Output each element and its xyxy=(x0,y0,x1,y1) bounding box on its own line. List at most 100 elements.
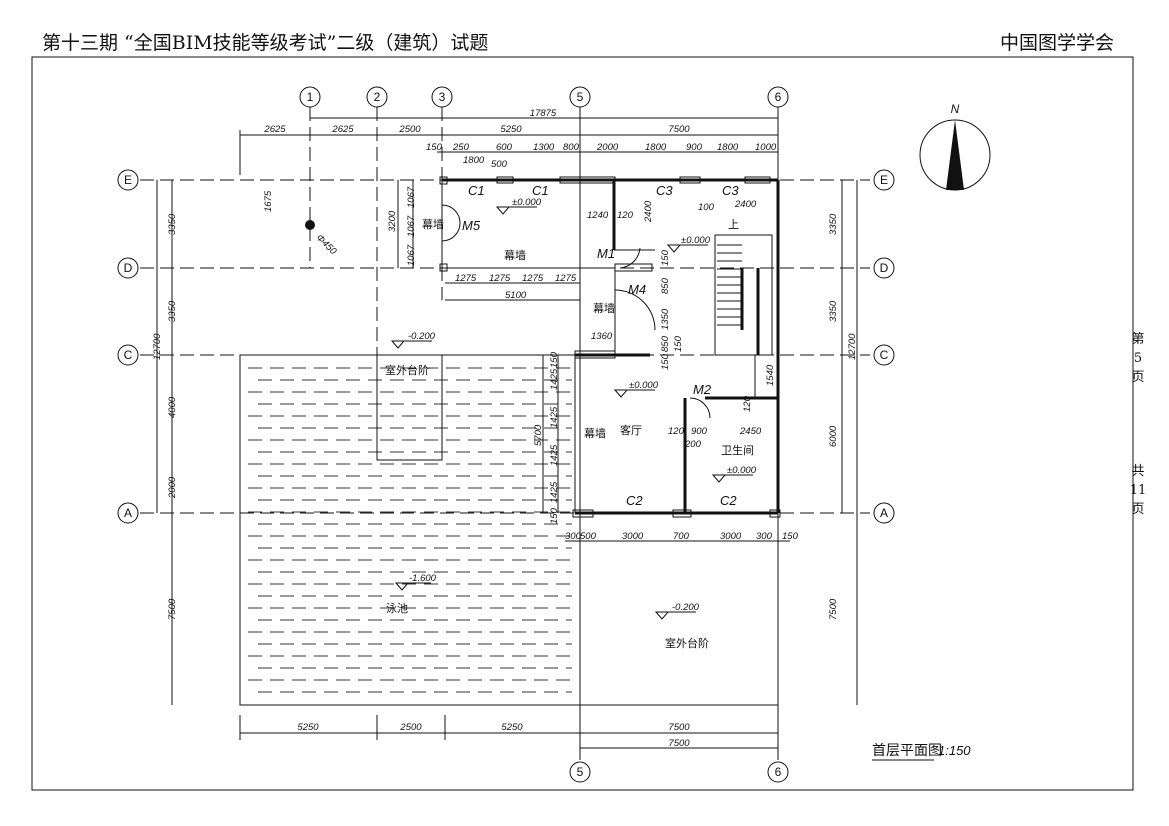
pool-label: 泳池 xyxy=(386,601,408,615)
dim-text: 250 xyxy=(452,142,470,153)
axis-c-left: C xyxy=(124,348,133,362)
dim-text: 120 xyxy=(668,426,685,437)
dim-text: 5250 xyxy=(501,722,523,733)
sheet-border xyxy=(31,56,1134,791)
dim-text: 3350 xyxy=(828,300,839,322)
dim-text: 5250 xyxy=(500,124,522,135)
dim-text: 1425 xyxy=(549,481,560,503)
level-text: ±0.000 xyxy=(681,235,711,246)
organization: 中国图学学会 xyxy=(1000,32,1115,54)
walls xyxy=(305,176,781,518)
page-value: 5 xyxy=(1133,351,1143,366)
dim-text: 3350 xyxy=(828,213,839,235)
dim-text: 1540 xyxy=(765,364,776,386)
curtain-wall-label: 幕墙 xyxy=(593,301,615,315)
page-total: 共 11 页 xyxy=(1128,462,1148,519)
dim-text: 1275 xyxy=(489,273,511,284)
dim-text: 7500 xyxy=(668,738,690,749)
window-c1: C1 xyxy=(468,183,485,198)
drawing-title-text: 首层平面图 xyxy=(872,742,942,758)
dim-text: 150 xyxy=(673,335,684,352)
drawing-title: 首层平面图 1:150 xyxy=(872,742,971,761)
dim-text: 12700 xyxy=(847,333,858,360)
bottom-dimensions: 5250 2500 5250 7500 7500 xyxy=(239,715,778,749)
living-room-label: 客厅 xyxy=(620,423,642,437)
dim-text: 2500 xyxy=(398,124,421,135)
level-text: -0.200 xyxy=(672,602,700,613)
dim-text: 5250 xyxy=(297,722,319,733)
dim-text: 120 xyxy=(742,395,753,412)
dim-text: 2000 xyxy=(167,476,178,499)
dim-text: 5700 xyxy=(533,424,544,446)
dim-text: 800 xyxy=(563,142,580,153)
window-c3: C3 xyxy=(722,183,739,198)
dim-text: 3350 xyxy=(167,213,178,235)
side-dimensions: 3350 3350 4000 2000 7500 12700 3350 3350… xyxy=(152,180,858,705)
dim-text: 1240 xyxy=(587,210,609,221)
dim-text: 1425 xyxy=(549,444,560,466)
dim-text: 1675 xyxy=(263,190,274,212)
dim-text: 150 xyxy=(549,351,560,368)
dim-text: 2400 xyxy=(643,200,654,223)
dim-text: 150 xyxy=(782,531,799,542)
dim-text: 3200 xyxy=(387,210,398,232)
outdoor-steps-label: 室外台阶 xyxy=(665,636,709,650)
page-suffix: 页 xyxy=(1131,370,1145,385)
curtain-wall-label: 幕墙 xyxy=(504,248,526,262)
top-dimensions: 17875 2625 2625 2500 5250 7500 150 250 6… xyxy=(239,108,778,175)
bathroom-label: 卫生间 xyxy=(721,443,754,457)
drawing-scale: 1:150 xyxy=(938,743,971,758)
outdoor-steps-label: 室外台阶 xyxy=(385,363,429,377)
axis-2-label: 2 xyxy=(374,90,381,104)
axis-e-right: E xyxy=(880,173,888,187)
dim-text: 500 xyxy=(580,531,597,542)
opening-labels: C1 C1 C3 C3 M1 M4 M5 M2 C2 C2 xyxy=(462,183,739,508)
dim-text: 1800 xyxy=(463,155,485,166)
axis-a-left: A xyxy=(124,506,132,520)
door-m1: M1 xyxy=(597,246,615,261)
dim-text: 1425 xyxy=(549,368,560,390)
dim-text: 150 xyxy=(660,353,671,370)
dim-text: 100 xyxy=(698,202,715,213)
dim-text: 200 xyxy=(684,439,702,450)
door-m2: M2 xyxy=(693,382,712,397)
dim-text: 4000 xyxy=(167,396,178,418)
window-c3: C3 xyxy=(656,183,673,198)
dim-text: 7500 xyxy=(167,598,178,620)
dim-text: Φ450 xyxy=(314,232,339,257)
dim-text: 850 xyxy=(660,277,671,294)
door-m4: M4 xyxy=(628,282,646,297)
dim-text: 1000 xyxy=(755,142,777,153)
axis-5-bottom: 5 xyxy=(577,765,584,779)
total-value: 11 xyxy=(1129,483,1147,498)
dim-text: 300 xyxy=(756,531,773,542)
level-text: ±0.000 xyxy=(727,465,757,476)
dim-text: 900 xyxy=(691,426,708,437)
level-text: ±0.000 xyxy=(512,197,542,208)
total-prefix: 共 xyxy=(1131,464,1145,479)
dim-text: 2625 xyxy=(331,124,354,135)
dim-text: 1800 xyxy=(645,142,667,153)
dim-text: 150 xyxy=(549,507,560,524)
total-suffix: 页 xyxy=(1131,502,1145,517)
dim-text: 1067 xyxy=(406,215,417,237)
axis-d-right: D xyxy=(880,261,889,275)
north-label: N xyxy=(951,102,960,116)
dim-text: 3350 xyxy=(167,300,178,322)
dim-text: 5100 xyxy=(505,290,527,301)
curtain-wall-label: 幕墙 xyxy=(422,217,444,231)
swimming-pool xyxy=(239,354,581,706)
axis-6-bottom: 6 xyxy=(775,765,782,779)
level-marks: ±0.000 ±0.000 ±0.000 ±0.000 -0.200 -0.20… xyxy=(390,197,757,620)
dim-text: 2450 xyxy=(739,426,762,437)
dim-text: 7500 xyxy=(668,722,690,733)
page-prefix: 第 xyxy=(1131,332,1145,347)
dim-text: 3000 xyxy=(720,531,742,542)
axis-bubbles: 1 2 3 5 6 E D C A E D C A 5 6 xyxy=(117,86,895,783)
dim-text: 700 xyxy=(673,531,690,542)
dim-text: 600 xyxy=(496,142,513,153)
dim-overall: 17875 xyxy=(530,108,557,119)
axis-e-left: E xyxy=(124,173,132,187)
level-text: -1.600 xyxy=(409,573,437,584)
dim-text: 1275 xyxy=(455,273,477,284)
